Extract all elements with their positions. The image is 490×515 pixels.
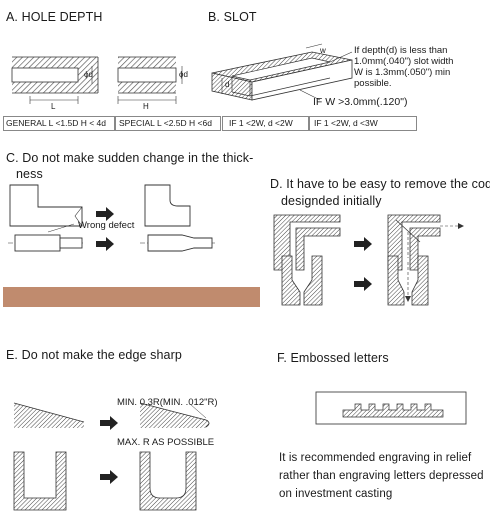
slot-note-1: If depth(d) is less than [354,45,448,56]
label-l: L [51,102,56,111]
max-radius-label: MAX. R AS POSSIBLE [117,437,215,448]
label-d1: ϕd [84,70,93,79]
embossed-note-3: on investment casting [279,488,393,500]
section-d-title-2: designded initially [281,194,382,208]
slot-note-4: possible. [354,78,392,89]
table-special: SPECIAL L <2.5D H <6d [115,116,221,131]
table-cond2-text: IF 1 <2W, d <3W [314,118,378,128]
section-b-title: B. SLOT [208,10,257,24]
label-d2: ϕd [179,70,188,79]
section-c-title-1: C. Do not make sudden change in the thic… [6,151,254,165]
label-d: d [225,80,230,89]
cf3m-banner [3,287,260,307]
table-general-text: GENERAL L <1.5D H < 4d [6,118,107,128]
label-w: w [320,46,326,55]
section-c-title-2: ness [16,167,43,181]
table-cond2: IF 1 <2W, d <3W [309,116,417,131]
table-special-text: SPECIAL L <2.5D H <6d [119,118,212,128]
table-cond1: IF 1 <2W, d <2W [222,116,309,131]
slot-note-3: W is 1.3mm(.050") min [354,67,451,78]
section-e-title: E. Do not make the edge sharp [6,348,182,362]
slot-ifw: IF W >3.0mm(.120") [313,96,408,108]
section-a-title: A. HOLE DEPTH [6,10,103,24]
table-cond1-text: IF 1 <2W, d <2W [229,118,293,128]
section-d-title-1: D. It have to be easy to remove the code [270,177,490,191]
table-general: GENERAL L <1.5D H < 4d [3,116,115,131]
min-radius-label: MIN. 0.3R(MIN. .012"R) [117,397,218,408]
label-h: H [143,102,149,111]
wrong-defect-label: Wrong defect [78,220,135,231]
slot-note-2: 1.0mm(.040") slot width [354,56,454,67]
embossed-note-2: rather than engraving letters depressed [279,470,484,482]
embossed-note-1: It is recommended engraving in relief [279,452,472,464]
section-f-title: F. Embossed letters [277,351,389,365]
